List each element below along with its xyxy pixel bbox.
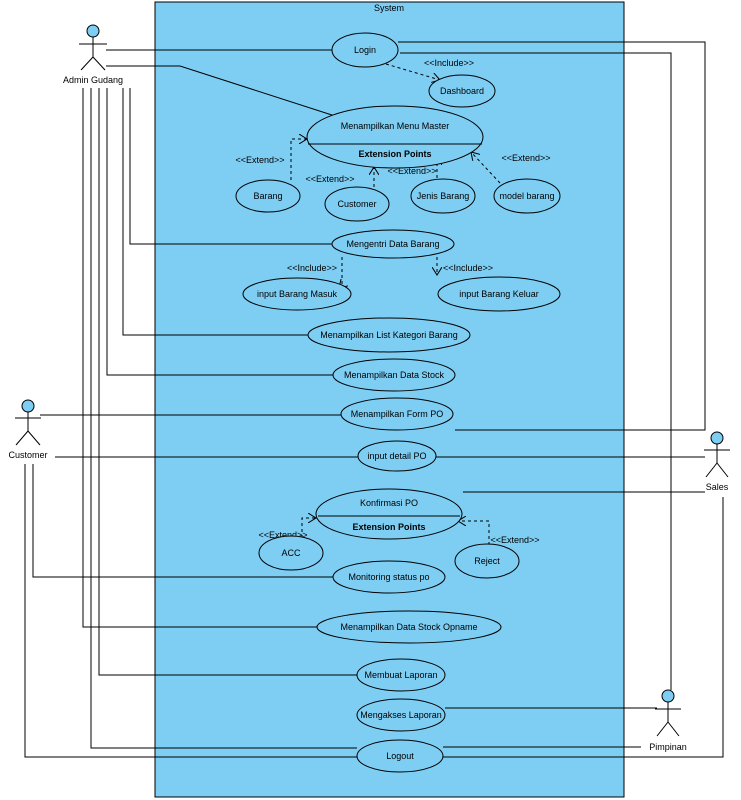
actor-label: Sales	[706, 482, 729, 492]
use-case-label: Membuat Laporan	[364, 670, 437, 680]
use-case-data-stock[interactable]: Menampilkan Data Stock	[332, 358, 456, 392]
use-case-laporan[interactable]: Membuat Laporan	[356, 658, 446, 692]
use-case-detail-po[interactable]: input detail PO	[357, 440, 437, 472]
extend-label-barang: <<Extend>>	[235, 155, 284, 165]
use-case-dashboard[interactable]: Dashboard	[428, 74, 496, 108]
actor-customer[interactable]: Customer	[8, 399, 48, 460]
actor-icon	[661, 689, 675, 703]
use-case-label: Mengakses Laporan	[360, 710, 442, 720]
use-case-label: input Barang Keluar	[459, 289, 539, 299]
actor-icon	[710, 431, 724, 445]
use-case-akses-laporan[interactable]: Mengakses Laporan	[356, 698, 446, 732]
use-case-customer[interactable]: Customer	[324, 186, 390, 222]
extend-label-jenis-barang: <<Extend>>	[387, 166, 436, 176]
use-case-label: Mengentri Data Barang	[346, 239, 439, 249]
include-label-masuk: <<Include>>	[287, 263, 337, 273]
use-case-barang[interactable]: Barang	[235, 179, 301, 213]
use-case-label: Konfirmasi PO	[360, 498, 418, 508]
use-case-model-barang[interactable]: model barang	[493, 178, 561, 214]
extend-label-model-barang: <<Extend>>	[501, 153, 550, 163]
actor-icon	[21, 399, 35, 413]
use-case-label: Menampilkan Data Stock Opname	[340, 622, 477, 632]
actor-pimpinan[interactable]: Pimpinan	[649, 689, 687, 752]
extension-points-label: Extension Points	[358, 149, 431, 159]
system-title: System	[374, 3, 404, 13]
use-case-stock-opname[interactable]: Menampilkan Data Stock Opname	[316, 610, 502, 644]
use-case-label: model barang	[499, 191, 554, 201]
actor-label: Admin Gudang	[63, 75, 123, 85]
use-case-menu-master[interactable]: Menampilkan Menu Master Extension Points	[306, 105, 484, 169]
use-case-label: Barang	[253, 191, 282, 201]
use-case-jenis-barang[interactable]: Jenis Barang	[410, 178, 476, 214]
use-case-label: Jenis Barang	[417, 191, 470, 201]
use-case-label: ACC	[281, 548, 301, 558]
use-case-login[interactable]: Login	[331, 32, 399, 68]
use-case-label: Menampilkan Data Stock	[344, 370, 445, 380]
use-case-form-po[interactable]: Menampilkan Form PO	[340, 397, 454, 431]
extend-label-acc: <<Extend>>	[258, 530, 307, 540]
use-case-list-kategori[interactable]: Menampilkan List Kategori Barang	[307, 317, 471, 353]
extend-label-customer: <<Extend>>	[305, 174, 354, 184]
actor-icon	[86, 24, 100, 38]
use-case-monitoring[interactable]: Monitoring status po	[332, 560, 446, 594]
use-case-label: Menampilkan Form PO	[351, 409, 444, 419]
actor-sales[interactable]: Sales	[704, 431, 730, 492]
actor-label: Customer	[8, 450, 47, 460]
use-case-label: Reject	[474, 556, 500, 566]
associations	[24, 41, 724, 758]
use-case-label: Monitoring status po	[348, 572, 429, 582]
use-case-label: Menampilkan Menu Master	[341, 121, 450, 131]
use-case-label: Logout	[386, 751, 414, 761]
use-case-mengentri[interactable]: Mengentri Data Barang	[331, 229, 455, 259]
extend-label-reject: <<Extend>>	[490, 535, 539, 545]
use-case-label: input Barang Masuk	[257, 289, 338, 299]
use-case-input-masuk[interactable]: input Barang Masuk	[242, 277, 352, 311]
actor-admin-gudang[interactable]: Admin Gudang	[63, 24, 123, 85]
use-case-input-keluar[interactable]: input Barang Keluar	[437, 276, 561, 312]
extension-points-label: Extension Points	[352, 522, 425, 532]
use-case-konfirmasi-po[interactable]: Konfirmasi PO Extension Points	[315, 488, 463, 540]
include-label-dashboard: <<Include>>	[424, 58, 474, 68]
use-case-label: Login	[354, 45, 376, 55]
use-case-label: input detail PO	[367, 451, 426, 461]
use-case-logout[interactable]: Logout	[356, 739, 444, 773]
use-case-label: Customer	[337, 199, 376, 209]
use-case-label: Menampilkan List Kategori Barang	[320, 330, 458, 340]
use-case-label: Dashboard	[440, 86, 484, 96]
actor-label: Pimpinan	[649, 742, 687, 752]
include-label-keluar: <<Include>>	[443, 263, 493, 273]
use-case-acc[interactable]: ACC	[258, 535, 324, 571]
use-case-reject[interactable]: Reject	[454, 543, 520, 579]
